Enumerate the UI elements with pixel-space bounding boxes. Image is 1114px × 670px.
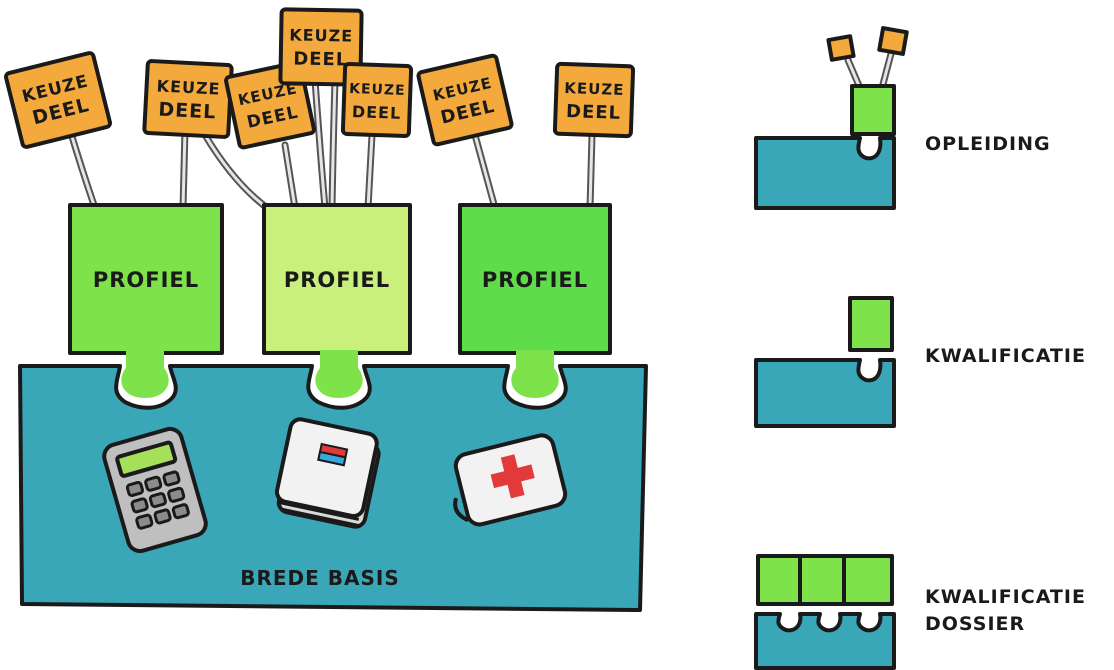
keuzedeel-label-line2: DEEL [158,98,217,123]
profiel-block: PROFIEL [458,203,612,398]
keuzedeel-tile: KEUZE DEEL [142,59,234,139]
profiel-label: PROFIEL [93,268,199,292]
legend-label-dossier-line1: KWALIFICATIE [925,586,1086,608]
mini-keuzedeel-tile [826,34,856,62]
legend-kwalificatiedossier: KWALIFICATIE DOSSIER [754,554,1086,670]
keuzedeel-label-line1: KEUZE [289,25,353,45]
first-aid-kit-icon [453,433,568,527]
keuzedeel-label-line1: KEUZE [156,76,221,98]
keuzedeel-tiles: KEUZE DEEL KEUZE DEEL KEUZE DEEL KEUZE D… [3,7,636,150]
brede-basis-label: BREDE BASIS [240,566,400,590]
calculator-icon [102,426,208,554]
legend-opleiding: OPLEIDING [754,26,1051,210]
legend-label-dossier-line2: DOSSIER [925,613,1025,635]
profiel-block: PROFIEL [262,203,412,398]
legend-label-opleiding: OPLEIDING [925,133,1051,155]
keuzedeel-tile: KEUZE DEEL [278,7,364,87]
keuzedeel-tile: KEUZE DEEL [552,61,636,139]
keuzedeel-label-line1: KEUZE [564,79,625,99]
profiel-label: PROFIEL [482,268,588,292]
keuzedeel-connectors [66,76,596,214]
keuzedeel-label-line2: DEEL [352,102,402,123]
book-icon [274,417,381,529]
keuzedeel-tile: KEUZE DEEL [3,51,113,149]
legend-kwalificatie: KWALIFICATIE [754,296,1086,428]
keuzedeel-tile: KEUZE DEEL [416,53,514,147]
legend-label-kwalificatie: KWALIFICATIE [925,345,1086,367]
keuzedeel-label-line2: DEEL [566,101,622,124]
mini-keuzedeel-tile [877,26,909,56]
keuzedeel-label-line2: DEEL [293,49,348,71]
profiel-label: PROFIEL [284,268,390,292]
keuzedeel-label-line1: KEUZE [349,81,406,99]
profiel-block: PROFIEL [68,203,224,398]
keuzedeel-tile: KEUZE DEEL [340,62,414,138]
